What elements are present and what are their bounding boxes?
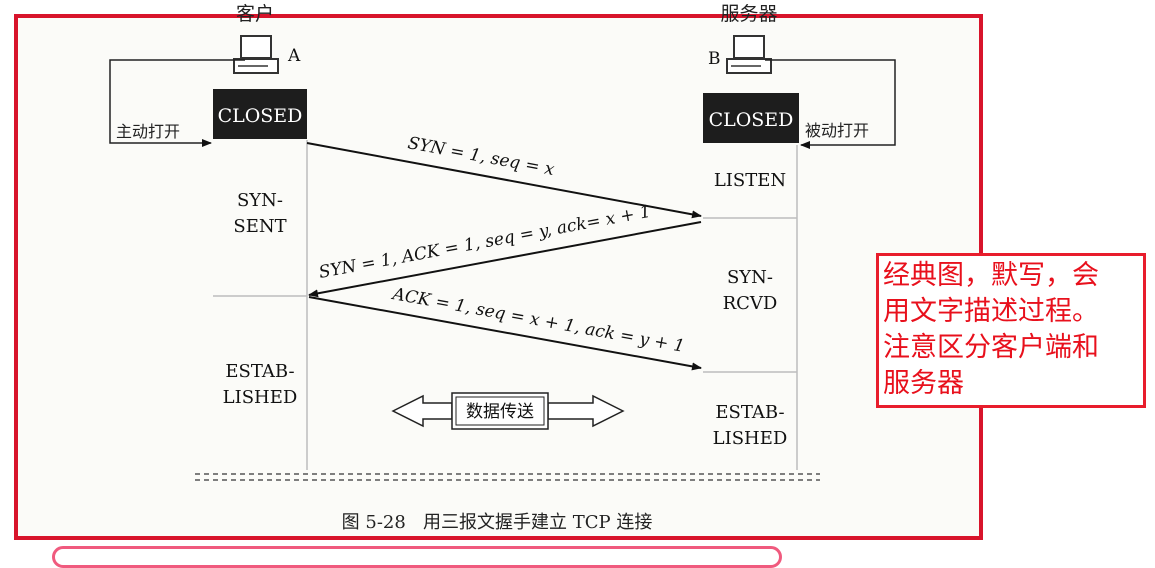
server-state-established-1: ESTAB-: [715, 402, 784, 423]
server-title: 服务器: [720, 3, 777, 25]
server-state-syn-rcvd-1: SYN-: [727, 267, 773, 288]
client-title: 客户: [236, 3, 274, 25]
syn-arrow: [306, 142, 702, 219]
syn-message-label: SYN = 1, seq = x: [406, 133, 556, 180]
diagram-frame: [14, 14, 983, 540]
server-state-syn-rcvd-2: RCVD: [723, 293, 778, 314]
server-closed-box: [703, 93, 799, 143]
server-host-label: B: [708, 49, 721, 69]
client-state-established-1: ESTAB-: [225, 361, 294, 382]
server-open-label: 被动打开: [805, 121, 869, 140]
note-line-2: 用文字描述过程。: [883, 296, 1099, 327]
transfer-left-arrow-icon: [391, 394, 453, 428]
server-computer-icon: [726, 35, 772, 74]
note-line-1: 经典图，默写，会: [883, 260, 1099, 291]
client-open-label: 主动打开: [116, 122, 180, 141]
client-computer-icon: [233, 35, 279, 74]
transfer-right-arrow-icon: [547, 394, 625, 428]
client-state-syn-sent-2: SENT: [233, 216, 286, 237]
transfer-label: 数据传送: [466, 402, 534, 422]
client-host-label: A: [287, 46, 301, 66]
bottom-input-bar[interactable]: [52, 546, 782, 568]
server-closed-label: CLOSED: [709, 109, 794, 131]
ack-arrow: [308, 296, 702, 371]
client-open-arrow: [109, 59, 245, 147]
note-line-4: 服务器: [883, 368, 964, 399]
client-closed-box: [213, 89, 307, 139]
annotation-note: 经典图，默写，会 用文字描述过程。 注意区分客户端和 服务器: [876, 253, 1146, 408]
server-open-arrow: [765, 59, 896, 149]
synack-arrow: [308, 221, 702, 298]
server-state-established-2: LISHED: [713, 428, 788, 449]
synack-message-label: SYN = 1, ACK = 1, seq = y, ack= x + 1: [317, 202, 652, 283]
client-closed-label: CLOSED: [218, 105, 303, 127]
transfer-box-inner: [455, 396, 545, 426]
note-line-3: 注意区分客户端和: [883, 332, 1099, 363]
client-state-syn-sent-1: SYN-: [237, 190, 283, 211]
figure-caption: 图 5-28 用三报文握手建立 TCP 连接: [342, 512, 653, 533]
server-state-listen: LISTEN: [714, 170, 786, 191]
client-state-established-2: LISHED: [223, 387, 298, 408]
